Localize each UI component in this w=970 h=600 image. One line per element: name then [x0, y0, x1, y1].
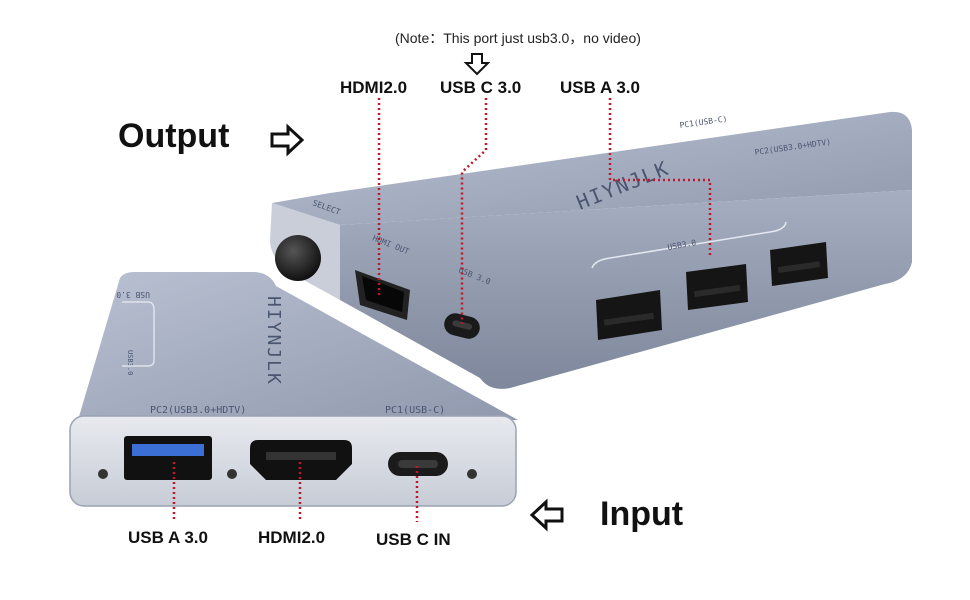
screw-left [98, 469, 108, 479]
note-text: (Note：This port just usb3.0，no video) [395, 30, 641, 46]
label-usbc-input: USB C IN [376, 530, 451, 549]
leader-lines [172, 98, 712, 522]
output-usba-tongue-2 [693, 284, 741, 298]
output-usba-port-2 [686, 264, 748, 310]
input-usbc-inner [398, 460, 438, 468]
input-hdmi-inner [266, 452, 336, 460]
output-pc1-engraving: PC1(USB-C) [679, 114, 728, 130]
select-knob [275, 235, 321, 281]
output-usbc-inner [452, 320, 473, 330]
left-arrow-icon [529, 498, 564, 532]
output-usba-port-1 [596, 290, 662, 340]
screw-right [467, 469, 477, 479]
pc1-front-engraving: PC1(USB-C) [385, 405, 445, 416]
right-arrow-icon [270, 123, 305, 157]
input-usb30-top-engraving: USB 3.0 [116, 290, 150, 299]
output-usba-tongue-1 [603, 312, 655, 326]
label-usbc-output: USB C 3.0 [440, 78, 522, 97]
leader-usba-out [608, 98, 712, 255]
output-hdmi-inner [362, 276, 404, 312]
input-usba-blue-tongue [132, 444, 204, 456]
input-usb30-small-engraving: USB3.0 [126, 350, 134, 375]
input-title: Input [600, 495, 684, 533]
pc2-front-engraving: PC2(USB3.0+HDTV) [150, 405, 246, 416]
label-usba-output: USB A 3.0 [560, 78, 640, 97]
output-title: Output [118, 117, 230, 155]
usb-group-bracket [591, 221, 787, 269]
output-hub: HIYNJLK PC2(USB3.0+HDTV) PC1(USB-C) SELE… [270, 111, 912, 389]
input-brand-engraving: HIYNJLK [263, 296, 284, 386]
input-usba-port [124, 436, 212, 480]
input-hub-top [78, 272, 518, 420]
label-usba-input: USB A 3.0 [128, 528, 208, 547]
label-hdmi-input: HDMI2.0 [258, 528, 326, 547]
output-hub-top [272, 111, 912, 225]
screw-mid [227, 469, 237, 479]
input-usb-bracket [122, 301, 155, 367]
leader-usbc-out [460, 98, 488, 324]
input-hub: HIYNJLK USB 3.0 USB3.0 PC2(USB3.0+HDTV) … [69, 272, 518, 507]
down-arrow-icon [463, 53, 491, 76]
output-usba-port-3 [770, 242, 828, 286]
label-hdmi-output: HDMI2.0 [340, 78, 408, 97]
output-usba-tongue-3 [777, 261, 821, 274]
output-hub-side [340, 190, 912, 389]
